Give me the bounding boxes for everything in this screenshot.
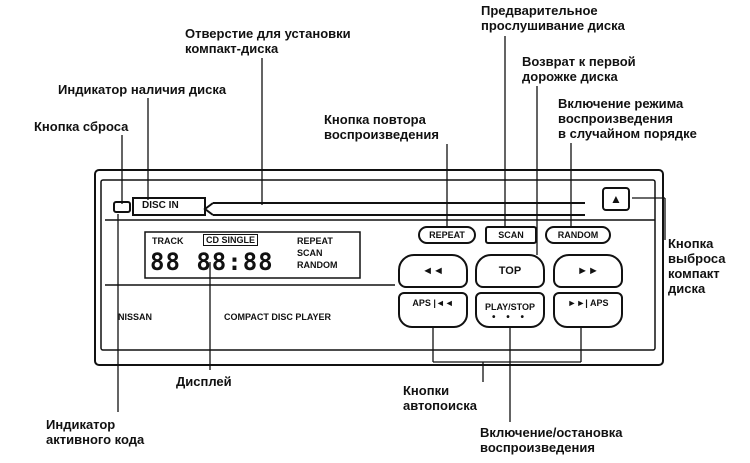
callout-preview: Предварительное прослушивание диска <box>481 3 625 33</box>
random-indicator: RANDOM <box>297 260 338 270</box>
scan-indicator: SCAN <box>297 248 323 258</box>
rewind-button[interactable]: ◄◄ <box>398 254 468 288</box>
forward-button[interactable]: ►► <box>553 254 623 288</box>
aps-back-button[interactable]: APS |◄◄ <box>398 292 468 328</box>
callout-disc-indicator: Индикатор наличия диска <box>58 82 227 97</box>
callout-play-stop: Включение/остановка воспроизведения <box>480 425 623 455</box>
scan-button[interactable]: SCAN <box>485 226 537 244</box>
callout-autosearch: Кнопки автопоиска <box>403 383 477 413</box>
random-button[interactable]: RANDOM <box>545 226 611 244</box>
repeat-indicator: REPEAT <box>297 236 333 246</box>
display-digits: 88 88:88 <box>150 248 274 276</box>
track-label: TRACK <box>152 236 184 246</box>
play-stop-dots: • • • <box>491 311 529 323</box>
top-button[interactable]: TOP <box>475 254 545 288</box>
aps-forward-button[interactable]: ►►| APS <box>553 292 623 328</box>
callout-display: Дисплей <box>176 374 232 389</box>
callout-random-mode: Включение режима воспроизведения в случа… <box>558 96 697 141</box>
eject-button[interactable]: ▲ <box>602 187 630 211</box>
callout-active-code: Индикатор активного кода <box>46 417 145 447</box>
callout-repeat-button: Кнопка повтора воспроизведения <box>324 112 439 142</box>
callout-return-first: Возврат к первой дорожке диска <box>522 54 636 84</box>
model-label: COMPACT DISC PLAYER <box>224 312 332 322</box>
callout-eject-button: Кнопка выброса компакт диска <box>668 236 726 296</box>
play-stop-label: PLAY/STOP <box>484 301 536 312</box>
brand-label: NISSAN <box>118 312 153 322</box>
disc-in-label: DISC IN <box>142 200 179 211</box>
cd-single-label: CD SINGLE <box>203 234 259 246</box>
callout-disc-slot: Отверстие для установки компакт-диска <box>185 26 351 56</box>
repeat-button[interactable]: REPEAT <box>418 226 476 244</box>
play-stop-button[interactable]: PLAY/STOP • • • <box>475 292 545 328</box>
callout-reset-button: Кнопка сброса <box>34 119 129 134</box>
